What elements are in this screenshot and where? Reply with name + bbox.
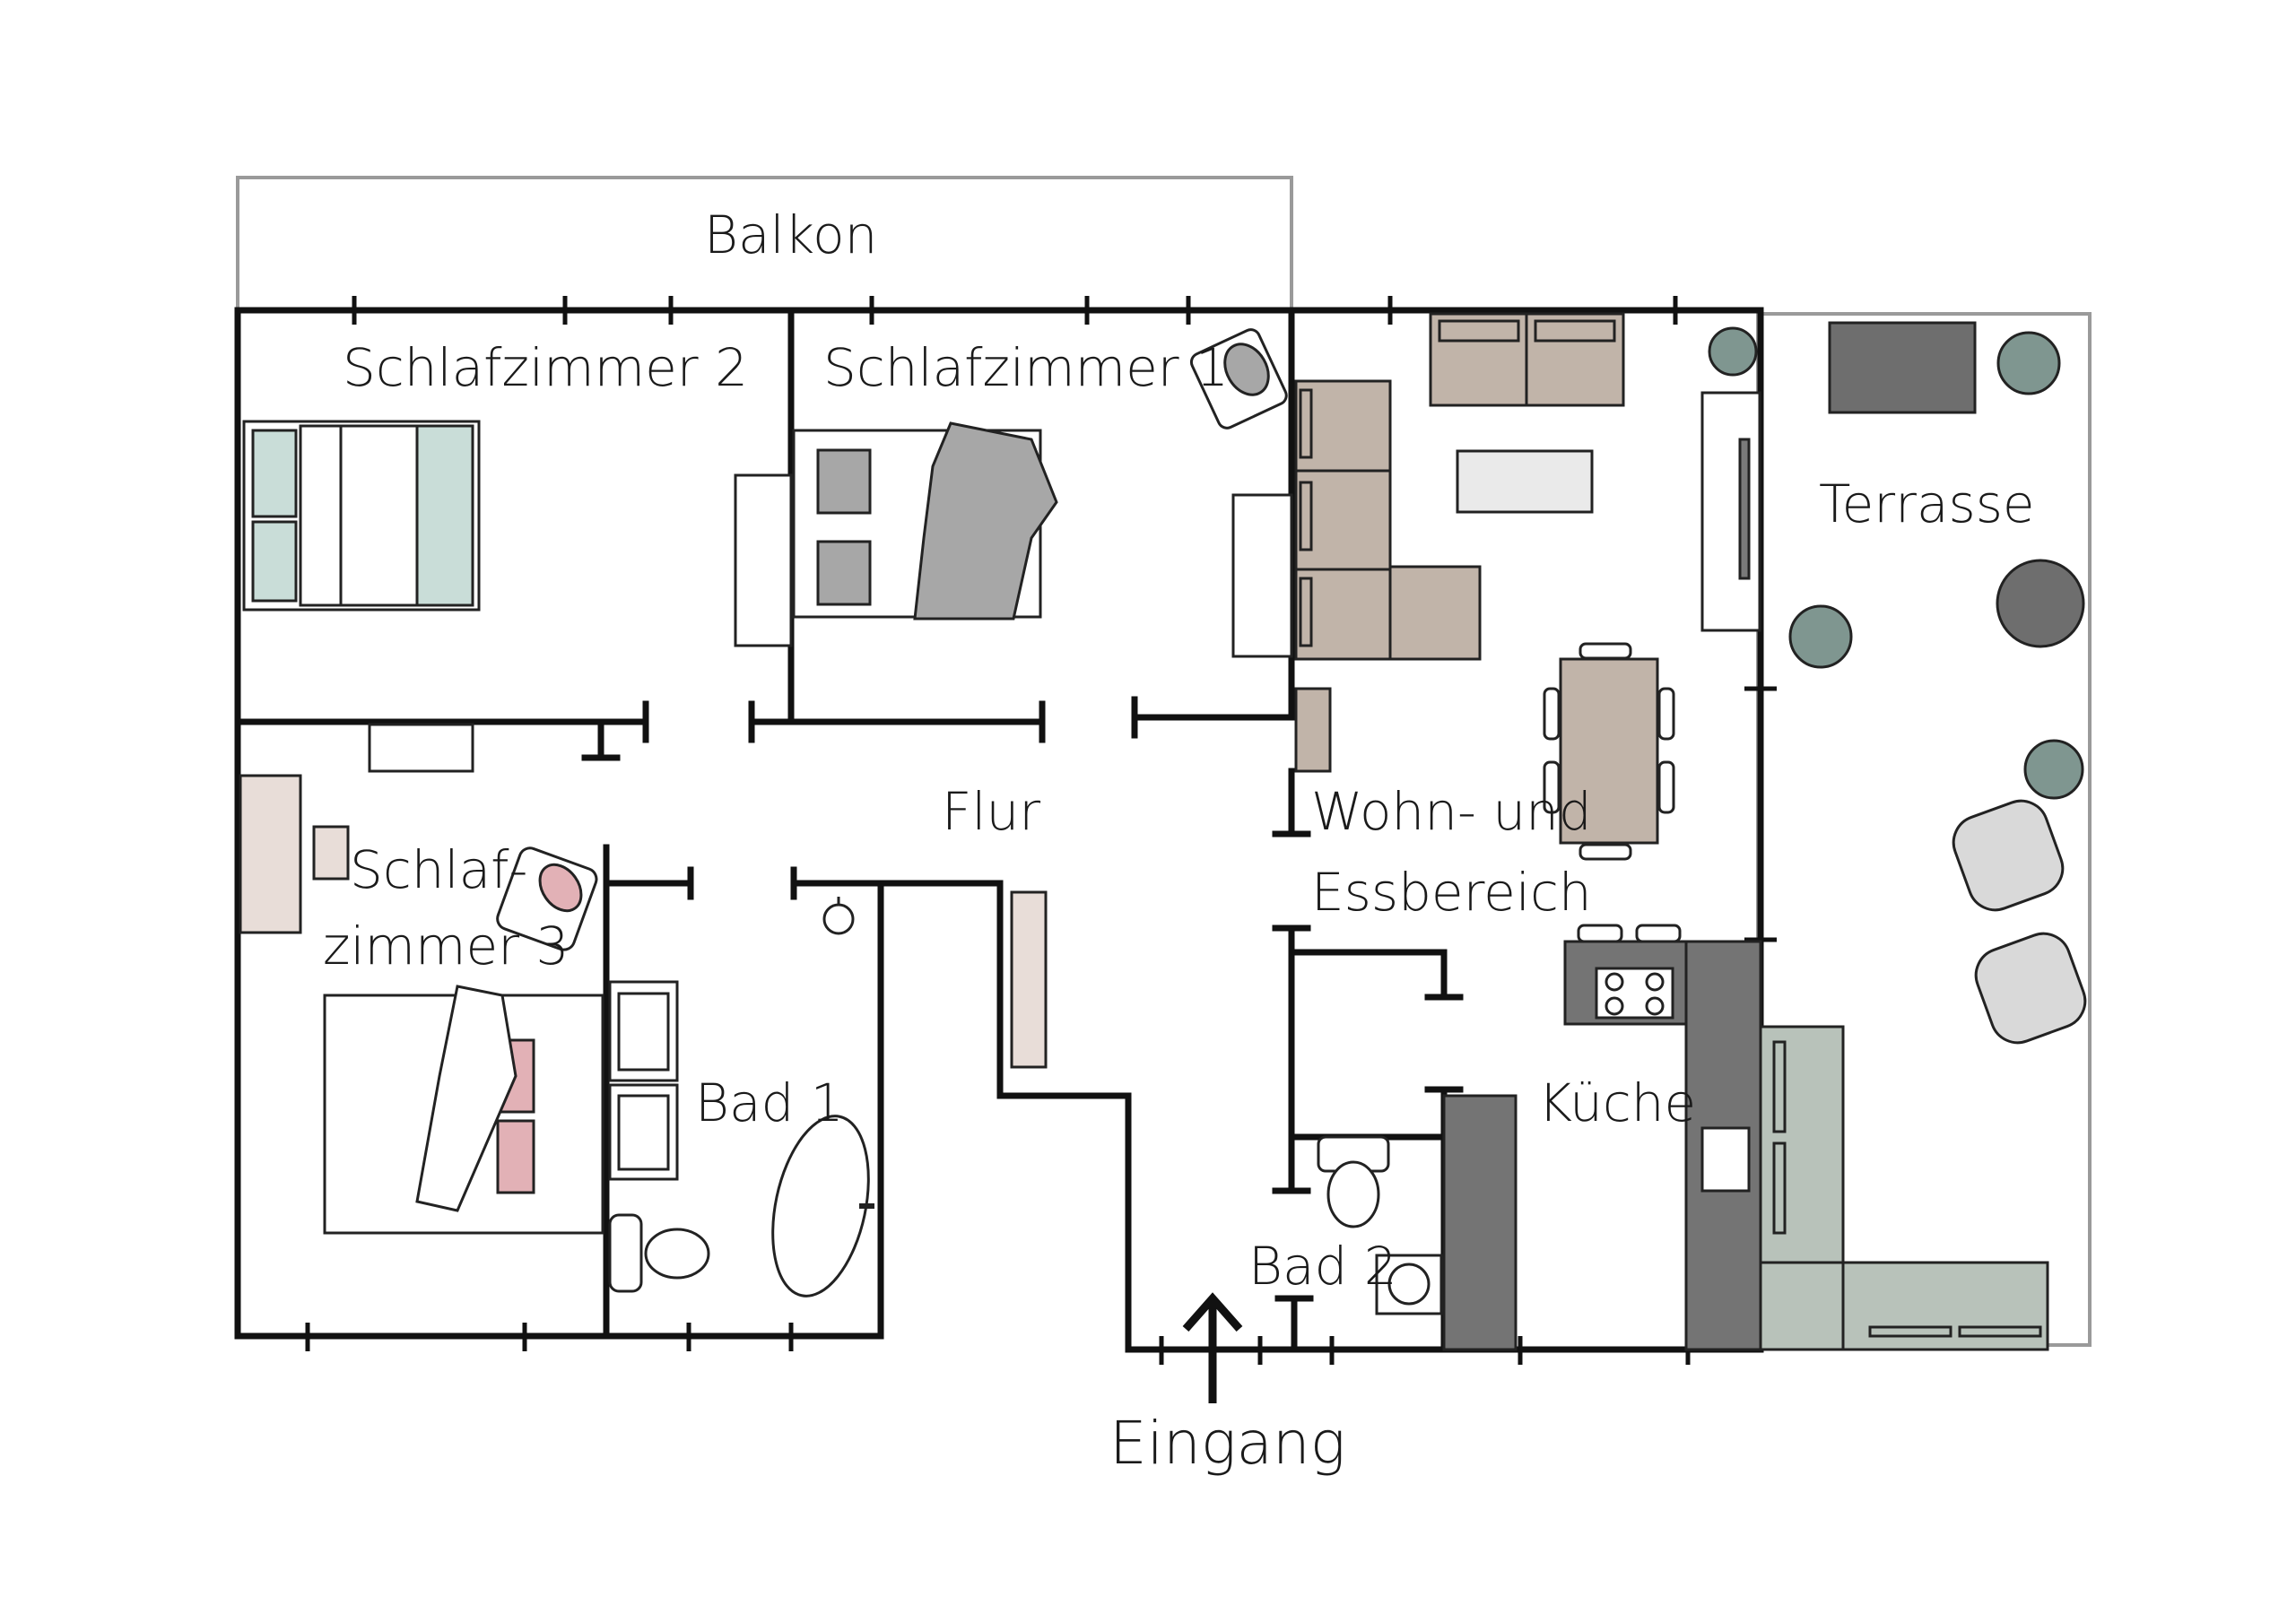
label-balkon: Balkon bbox=[704, 204, 877, 265]
sideboard-top bbox=[1429, 312, 1625, 407]
outdoor-kitchen-terrasse bbox=[1759, 1025, 2049, 1351]
rug-schlafzimmer-3 bbox=[239, 774, 302, 934]
toilet-bad-1 bbox=[608, 1213, 710, 1293]
sink-bad-2 bbox=[1375, 1254, 1443, 1315]
tv-stand bbox=[1700, 391, 1761, 632]
label-wohn-line-2: Essbereich bbox=[1311, 862, 1592, 923]
label-eingang: Eingang bbox=[1109, 1409, 1345, 1478]
chair-terrasse-bottom bbox=[1974, 932, 2087, 1045]
coffee-table bbox=[1456, 449, 1594, 514]
sofa-wohnbereich bbox=[1294, 379, 1482, 661]
label-flur: Flur bbox=[942, 781, 1040, 842]
label-schlafzimmer-3-line-1: Schlaf- bbox=[350, 839, 527, 900]
shower-drain bbox=[822, 903, 855, 935]
runner-rug-flur bbox=[1010, 890, 1048, 1069]
kitchen-counter bbox=[1563, 924, 1762, 1351]
round-table-terrasse bbox=[1996, 559, 2085, 648]
side-table bbox=[1294, 687, 1332, 773]
plant-icon bbox=[1708, 326, 1758, 377]
sinks-bad-1 bbox=[608, 980, 679, 1181]
entrance-arrow-icon bbox=[1182, 1292, 1243, 1403]
label-bad-1: Bad 1 bbox=[695, 1072, 844, 1133]
desk-schlafzimmer-1 bbox=[734, 473, 793, 647]
lounge-terrasse bbox=[1828, 321, 1977, 414]
chair-schlafzimmer-1 bbox=[1189, 328, 1288, 430]
kitchen-tall-cabinet bbox=[1442, 1094, 1518, 1351]
nightstand-schlafzimmer-2 bbox=[368, 723, 474, 773]
desk-near-wohn bbox=[1231, 493, 1293, 658]
chair-terrasse-top bbox=[1952, 799, 2065, 912]
plant-icon-terrasse-2 bbox=[1788, 604, 1853, 669]
label-schlafzimmer-1: Schlafzimmer 1 bbox=[823, 337, 1229, 398]
bathtub-bad-1 bbox=[771, 1115, 874, 1298]
bed-schlafzimmer-1 bbox=[792, 421, 1058, 621]
label-kueche: Küche bbox=[1538, 1072, 1696, 1133]
chair-schlafzimmer-3 bbox=[496, 846, 598, 951]
toilet-bad-2 bbox=[1317, 1135, 1390, 1228]
stool-schlafzimmer-3 bbox=[312, 825, 350, 881]
label-wohn-line-1: Wohn- und bbox=[1311, 781, 1592, 842]
label-schlafzimmer-3-line-2: zimmer 3 bbox=[323, 916, 569, 976]
dining-table bbox=[1543, 642, 1675, 861]
bed-schlafzimmer-2 bbox=[242, 420, 481, 612]
window-ticks bbox=[305, 296, 1777, 1365]
plant-icon-terrasse-3 bbox=[2023, 739, 2084, 800]
plant-icon-terrasse-1 bbox=[1996, 331, 2061, 395]
label-schlafzimmer-2: Schlafzimmer 2 bbox=[343, 337, 748, 398]
bed-schlafzimmer-3 bbox=[323, 985, 604, 1235]
label-terrasse: Terrasse bbox=[1819, 473, 2035, 534]
label-bad-2: Bad 2 bbox=[1248, 1236, 1397, 1297]
